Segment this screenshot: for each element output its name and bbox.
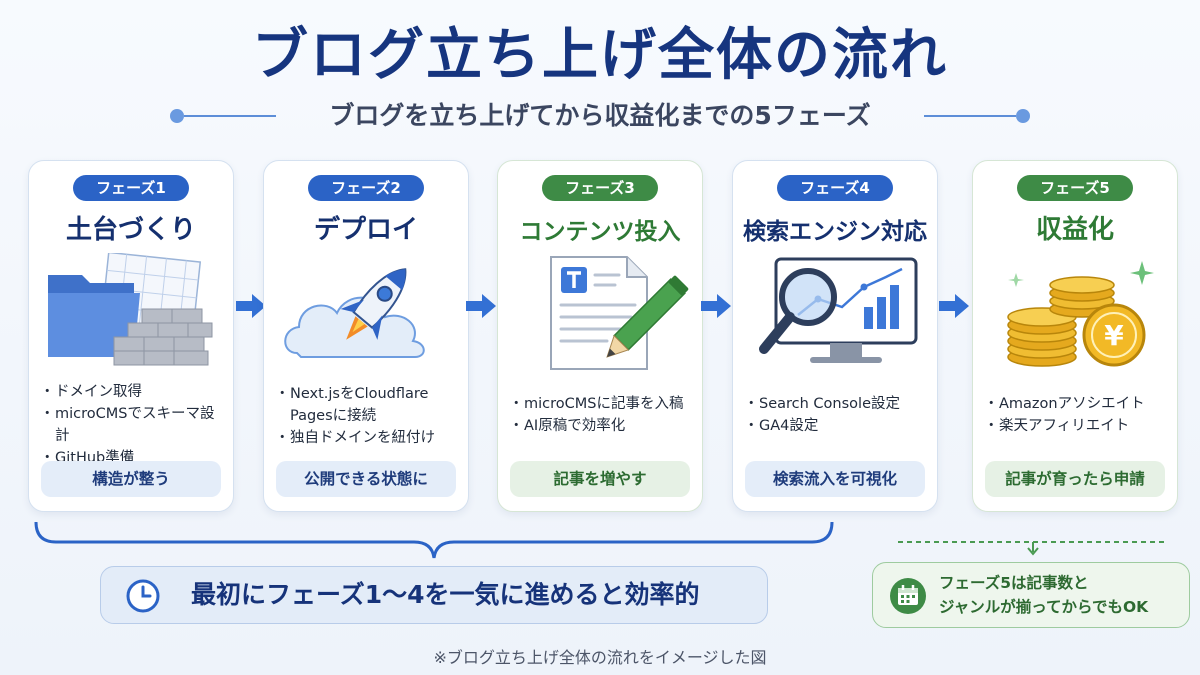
phase-title: 土台づくり bbox=[65, 215, 196, 245]
bullet-item: Amazonアソシエイト bbox=[984, 393, 1171, 415]
note-line-2: ジャンルが揃ってからでもOK bbox=[939, 598, 1149, 616]
phase-title: 収益化 bbox=[1035, 215, 1114, 245]
bullet-item: microCMSでスキーマ設計 bbox=[40, 403, 227, 447]
bullet-item: ドメイン取得 bbox=[40, 381, 227, 403]
subtitle-line-left bbox=[184, 115, 276, 117]
note-text: フェーズ5は記事数と ジャンルが揃ってからでもOK bbox=[939, 571, 1183, 619]
subtitle-dot-left bbox=[170, 109, 184, 123]
phase-bullets: Amazonアソシエイト 楽天アフィリエイト bbox=[984, 393, 1171, 437]
phase-card-2: フェーズ2 デプロイ Next.jsをCloudflare Pagesに接続 独… bbox=[263, 160, 469, 512]
bullet-item: GA4設定 bbox=[744, 415, 931, 437]
banner-text: 最初にフェーズ1〜4を一気に進めると効率的 bbox=[191, 580, 700, 609]
subtitle-line-right bbox=[924, 115, 1016, 117]
bullet-item: Next.jsをCloudflare Pagesに接続 bbox=[275, 383, 462, 427]
document-pencil-icon bbox=[550, 256, 689, 370]
phase-card-1: フェーズ1 土台づくり ドメイン取得 microCMSでスキーマ設計 GitHu… bbox=[28, 160, 234, 512]
rocket-icon bbox=[284, 268, 425, 358]
phase-badge: フェーズ3 bbox=[542, 175, 658, 201]
phase-card-5: フェーズ5 収益化 ¥ Amazonアソシエイト 楽天アフィリエイト 記事が育っ… bbox=[972, 160, 1178, 512]
subtitle-dot-right bbox=[1016, 109, 1030, 123]
phase-result: 記事を増やす bbox=[510, 461, 690, 497]
arrow-right-icon bbox=[466, 294, 496, 318]
phase-title: デプロイ bbox=[313, 215, 418, 245]
phase-badge: フェーズ2 bbox=[308, 175, 424, 201]
phase-title: 検索エンジン対応 bbox=[743, 219, 927, 245]
bullet-item: 楽天アフィリエイト bbox=[984, 415, 1171, 437]
phase-card-4: フェーズ4 検索エンジン対応 Search Console設定 GA4設定 検索… bbox=[732, 160, 938, 512]
bullet-item: microCMSに記事を入稿 bbox=[509, 393, 696, 415]
bracket-phases-1-4 bbox=[34, 521, 834, 559]
arrow-right-icon bbox=[236, 294, 266, 318]
phase5-note: フェーズ5は記事数と ジャンルが揃ってからでもOK bbox=[872, 562, 1190, 628]
subtitle: ブログを立ち上げてから収益化までの5フェーズ bbox=[329, 101, 871, 130]
magnifier-chart-icon bbox=[759, 257, 918, 363]
note-line-1: フェーズ5は記事数と bbox=[939, 574, 1089, 592]
bullet-item: Search Console設定 bbox=[744, 393, 931, 415]
dashed-connector bbox=[898, 541, 1168, 556]
arrow-right-icon bbox=[701, 294, 731, 318]
bullet-item: 独自ドメインを紐付け bbox=[275, 427, 462, 449]
phase-result: 公開できる状態に bbox=[276, 461, 456, 497]
phase-result: 検索流入を可視化 bbox=[745, 461, 925, 497]
phase-bullets: microCMSに記事を入稿 AI原稿で効率化 bbox=[509, 393, 696, 437]
phase-badge: フェーズ4 bbox=[777, 175, 893, 201]
subtitle-row: ブログを立ち上げてから収益化までの5フェーズ bbox=[170, 99, 1030, 133]
phase-result: 構造が整う bbox=[41, 461, 221, 497]
svg-text:¥: ¥ bbox=[1104, 319, 1124, 352]
arrow-right-icon bbox=[939, 294, 969, 318]
efficiency-banner: 最初にフェーズ1〜4を一気に進めると効率的 bbox=[100, 566, 768, 624]
clock-icon bbox=[126, 579, 160, 613]
bullet-item: AI原稿で効率化 bbox=[509, 415, 696, 437]
phase-bullets: Search Console設定 GA4設定 bbox=[744, 393, 931, 437]
phase-title: コンテンツ投入 bbox=[519, 219, 681, 245]
phase-card-3: フェーズ3 コンテンツ投入 microCMSに記事を入稿 AI原稿で効率化 記事… bbox=[497, 160, 703, 512]
phase-result: 記事が育ったら申請 bbox=[985, 461, 1165, 497]
folder-icon bbox=[48, 253, 213, 366]
footnote: ※ブログ立ち上げ全体の流れをイメージした図 bbox=[433, 648, 767, 667]
phase-bullets: Next.jsをCloudflare Pagesに接続 独自ドメインを紐付け bbox=[275, 383, 462, 449]
yen-coins-icon: ¥ bbox=[1007, 261, 1154, 367]
phase-bullets: ドメイン取得 microCMSでスキーマ設計 GitHub準備 bbox=[40, 381, 227, 469]
phase-badge: フェーズ1 bbox=[73, 175, 189, 201]
calendar-icon bbox=[890, 578, 926, 614]
page-title: ブログ立ち上げ全体の流れ bbox=[252, 23, 948, 88]
phase-badge: フェーズ5 bbox=[1017, 175, 1133, 201]
